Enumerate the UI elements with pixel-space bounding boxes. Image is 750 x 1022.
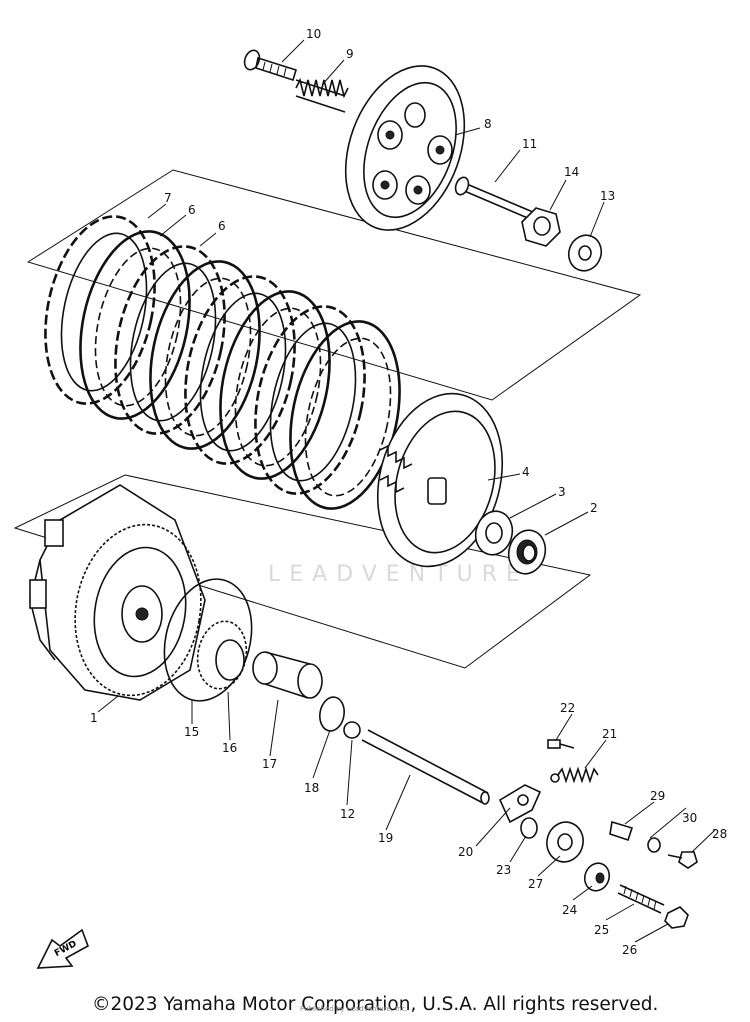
bracket-bolt [667,851,698,869]
watermark: LEADVENTURE [268,562,529,587]
callout-24: 24 [562,903,577,917]
pressure-plate [344,65,466,231]
callout-23: 23 [496,863,511,877]
callout-12: 12 [340,807,355,821]
callout-16: 16 [222,741,237,755]
callout-21: 21 [602,727,617,741]
adjuster [583,862,611,892]
callout-29: 29 [650,789,665,803]
callout-18: 18 [304,781,319,795]
callout-22: 22 [560,701,575,715]
callout-6: 6 [188,203,196,217]
push-rod-short [454,176,541,223]
housing-assembly-outline [13,474,592,669]
callout-10: 10 [306,27,321,41]
callout-14: 14 [564,165,579,179]
clutch-boss [376,392,504,568]
spacer-washer [319,696,345,732]
callout-19: 19 [378,831,393,845]
adjusting-screw [617,884,665,914]
callout-20: 20 [458,845,473,859]
lock-nut [521,207,561,247]
callout-1: 1 [90,711,98,725]
callout-7: 7 [164,191,172,205]
callout-25: 25 [594,923,609,937]
callout-15: 15 [184,725,199,739]
callout-17: 17 [262,757,277,771]
callout-28: 28 [712,827,727,841]
callout-27: 27 [528,877,543,891]
callout-6-second: 6 [218,219,226,233]
push-lever [498,784,542,824]
fwd-arrow-icon: FWD [36,928,89,969]
screw [243,49,297,82]
callout-8: 8 [484,117,492,131]
lever-cover [546,821,584,863]
primary-gear [196,620,248,690]
clutch-spring [295,77,349,113]
clutch-housing [29,484,206,701]
bracket-washer [647,837,661,853]
plate-assembly-outline [26,169,642,401]
publisher-note: Published by LeadVenture, Inc. [300,1005,408,1013]
spacer-sleeve [252,651,323,699]
callout-13: 13 [600,189,615,203]
callout-11: 11 [522,137,537,151]
callout-3: 3 [558,485,566,499]
thrust-washer [474,510,514,556]
lock-washer-boss [507,529,547,575]
lock-washer [567,234,603,272]
washer-small [520,817,538,839]
callout-30: 30 [682,811,697,825]
callout-4: 4 [522,465,530,479]
adjuster-nut [664,906,689,929]
copyright-footer: ©2023 Yamaha Motor Corporation, U.S.A. A… [92,994,659,1015]
callout-9: 9 [346,47,354,61]
clutch-plate-stack [44,215,401,510]
callout-2: 2 [590,501,598,515]
steel-ball [343,721,361,739]
return-spring [550,766,599,784]
callout-26: 26 [622,943,637,957]
o-ring [163,578,253,702]
push-rod-long [361,729,490,805]
pin-bolt [547,739,575,749]
bracket-plate [609,820,634,842]
